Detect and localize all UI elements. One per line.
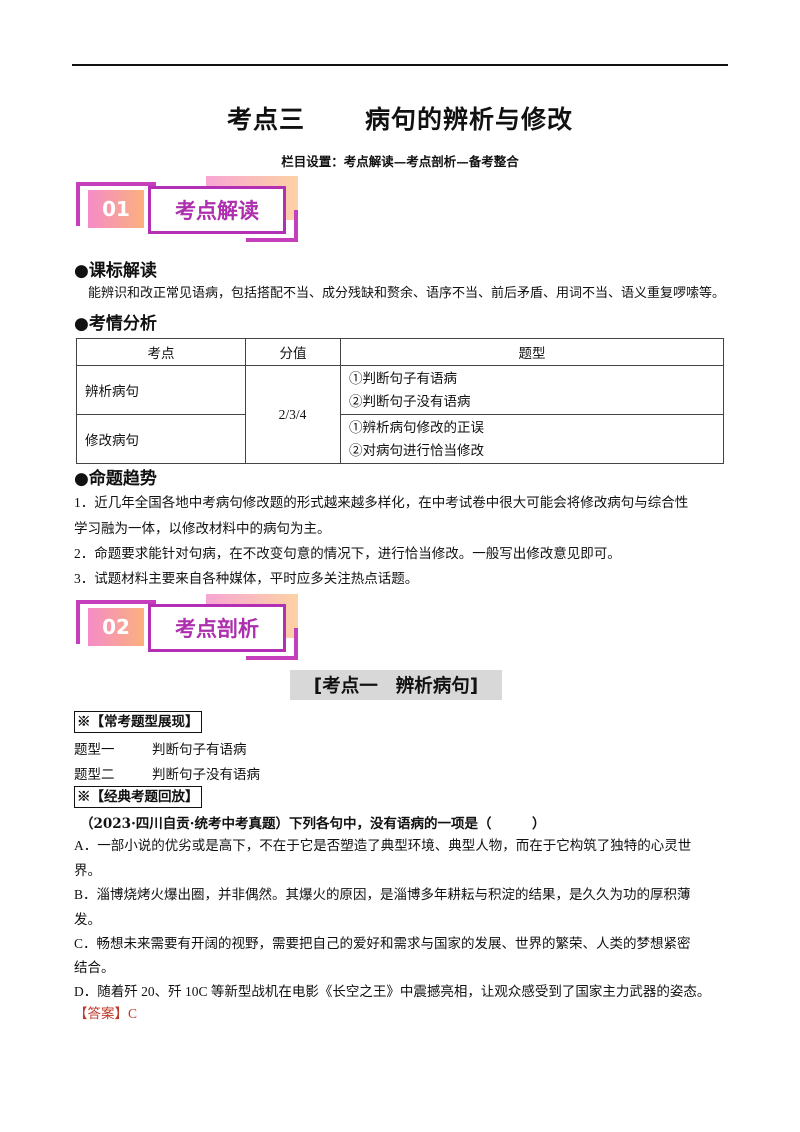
trend-line: 1．近几年全国各地中考病句修改题的形式越来越多样化，在中考试卷中很大可能会将修改… <box>74 495 689 510</box>
option-line: 结合。 <box>74 960 115 975</box>
trend-line: 2．命题要求能针对句病，在不改变句意的情况下，进行恰当修改。一般写出修改意见即可… <box>74 546 621 561</box>
banner-decor <box>76 182 156 186</box>
section-number: 01 <box>88 190 144 228</box>
title-right: 病句的辨析与修改 <box>365 105 574 134</box>
analysis-table: 考点 分值 题型 辨析病句 2/3/4 ①判断句子有语病 ②判断句子没有语病 修… <box>76 338 724 464</box>
banner-decor <box>246 238 298 242</box>
option-line: 界。 <box>74 863 101 878</box>
analysis-heading: ●考情分析 <box>74 314 157 334</box>
option-line: B．淄博烧烤火爆出圈，并非偶然。其爆火的原因，是淄博多年耕耘与积淀的结果，是久久… <box>74 887 691 902</box>
classic-label: ※【经典考题回放】 <box>74 786 202 808</box>
option-line: 发。 <box>74 912 101 927</box>
section-label: 考点剖析 <box>148 604 286 652</box>
section-label: 考点解读 <box>148 186 286 234</box>
common-types-label: ※【常考题型展现】 <box>74 711 202 733</box>
standards-text: 能辨识和改正常见语病，包括搭配不当、成分残缺和赘余、语序不当、前后矛盾、用词不当… <box>88 285 726 300</box>
banner-decor <box>76 600 80 644</box>
type-line: ②对病句进行恰当修改 <box>349 443 484 458</box>
trend-line: 学习融为一体，以修改材料中的病句为主。 <box>74 521 331 536</box>
section-banner-02: 02 考点剖析 <box>76 594 302 664</box>
banner-decor <box>76 600 156 604</box>
banner-decor <box>294 210 298 242</box>
question-type-row: 题型二 判断句子没有语病 <box>74 763 260 783</box>
question-stem: （2023·四川自贡·统考中考真题）下列各句中，没有语病的一项是（ ） <box>80 816 546 832</box>
table-cell-score: 2/3/4 <box>245 365 341 464</box>
table-cell: ①辨析病句修改的正误 ②对病句进行恰当修改 <box>340 414 724 464</box>
option-line: C．畅想未来需要有开阔的视野，需要把自己的爱好和需求与国家的发展、世界的繁荣、人… <box>74 936 691 951</box>
trend-line: 3．试题材料主要来自各种媒体，平时应多关注热点话题。 <box>74 571 419 586</box>
question-type-value: 判断句子没有语病 <box>152 767 260 782</box>
type-line: ①判断句子有语病 <box>349 371 457 386</box>
table-header-row: 考点 分值 题型 <box>76 338 724 366</box>
page-subtitle: 栏目设置：考点解读—考点剖析—备考整合 <box>281 154 519 169</box>
question-type-value: 判断句子有语病 <box>152 742 247 757</box>
header-rule <box>72 64 728 66</box>
column-header: 题型 <box>340 338 724 366</box>
banner-decor <box>294 628 298 660</box>
table-row: 辨析病句 2/3/4 ①判断句子有语病 ②判断句子没有语病 <box>76 365 724 464</box>
answer-text: 【答案】C <box>74 1006 138 1021</box>
table-cell: 修改病句 <box>76 414 246 464</box>
title-left: 考点三 <box>226 105 305 134</box>
subsection-title-b: 辨析病句] <box>395 676 479 697</box>
column-header: 考点 <box>76 338 246 366</box>
question-type-row: 题型一 判断句子有语病 <box>74 738 247 758</box>
subsection-title-a: [考点一 <box>313 676 378 697</box>
trends-heading: ●命题趋势 <box>74 469 157 489</box>
question-type-key: 题型二 <box>74 767 115 782</box>
section-number: 02 <box>88 608 144 646</box>
option-line: D．随着歼 20、歼 10C 等新型战机在电影《长空之王》中震撼亮相，让观众感受… <box>74 984 711 999</box>
section-banner-01: 01 考点解读 <box>76 176 302 246</box>
table-row: 修改病句 ①辨析病句修改的正误 ②对病句进行恰当修改 <box>76 414 724 464</box>
table-cell: ①判断句子有语病 ②判断句子没有语病 <box>340 365 724 415</box>
column-header: 分值 <box>245 338 341 366</box>
banner-decor <box>246 656 298 660</box>
option-line: A．一部小说的优劣或是高下，不在于它是否塑造了典型环境、典型人物，而在于它构筑了… <box>74 838 692 853</box>
type-line: ②判断句子没有语病 <box>349 394 471 409</box>
subsection-title: [考点一辨析病句] <box>290 670 502 700</box>
type-line: ①辨析病句修改的正误 <box>349 420 484 435</box>
table-cell: 辨析病句 <box>76 365 246 415</box>
standards-heading: ●课标解读 <box>74 261 157 281</box>
page-title: 考点三 病句的辨析与修改 <box>0 100 800 136</box>
banner-decor <box>76 182 80 226</box>
question-type-key: 题型一 <box>74 742 115 757</box>
